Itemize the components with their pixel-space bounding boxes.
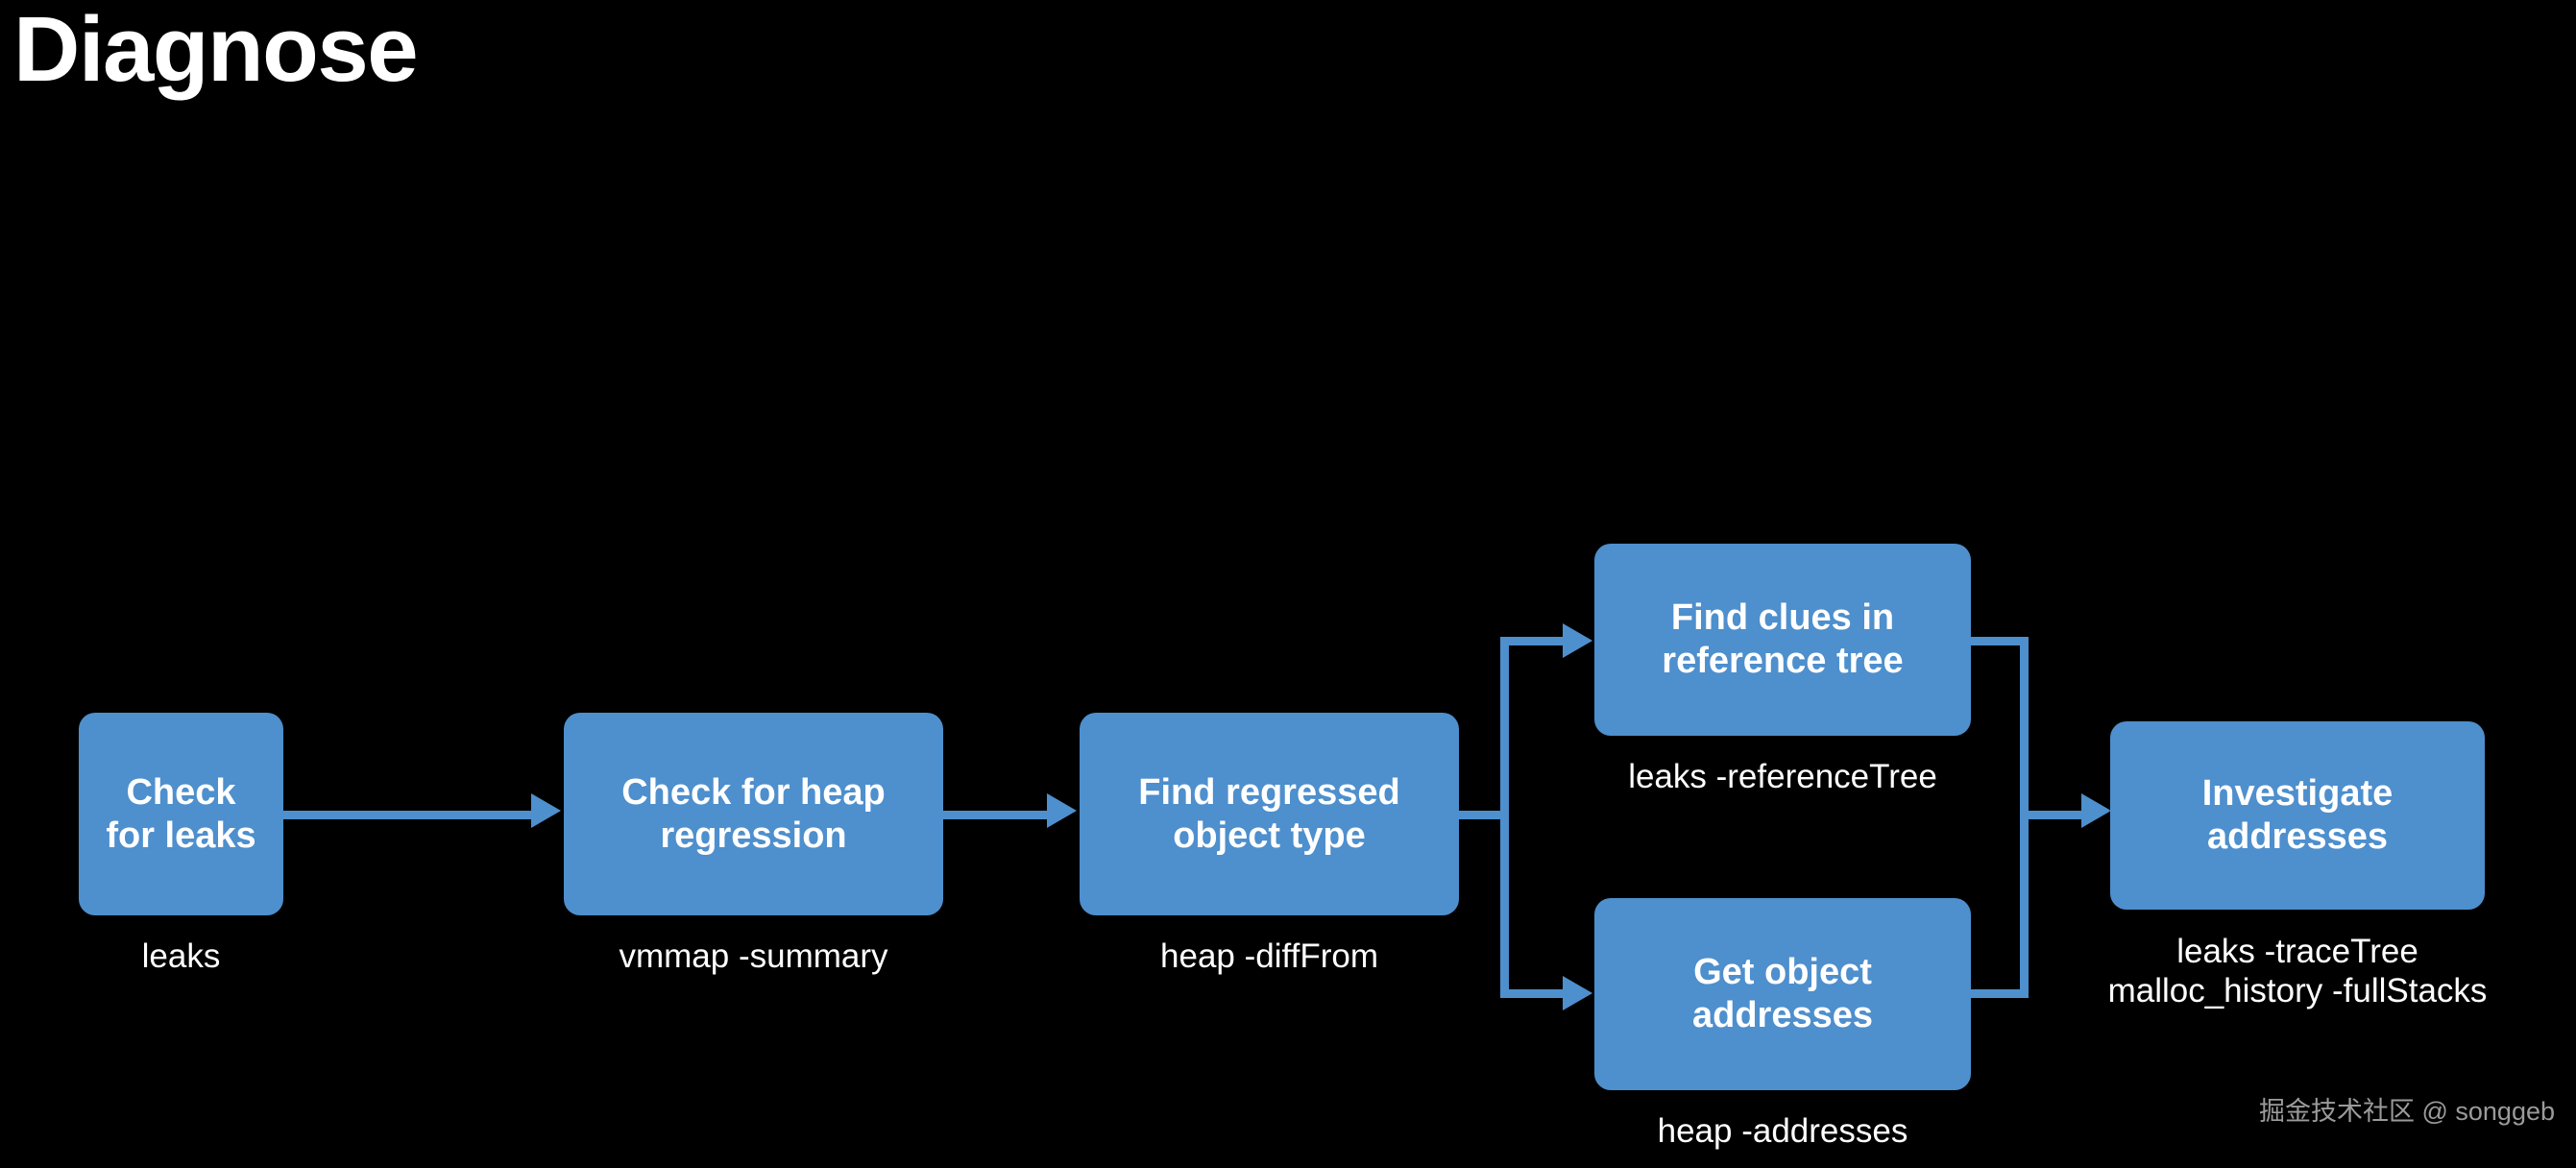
- connector-heap-to-regressed: [943, 811, 1051, 819]
- node-investigate-addresses-label: Investigate addresses: [2201, 773, 2394, 857]
- node-find-regressed-object-type[interactable]: Find regressed object type: [1080, 713, 1459, 915]
- arrowhead-merge-to-investigate-icon: [2081, 793, 2111, 828]
- page-title: Diagnose: [13, 0, 419, 101]
- arrowhead-split-to-find-clues-icon: [1563, 623, 1592, 658]
- connector-merge-to-investigate: [2020, 811, 2092, 819]
- caption-get-object-addresses: heap -addresses: [1657, 1112, 1908, 1150]
- caption-investigate-addresses: leaks -traceTree malloc_history -fullSta…: [2107, 933, 2488, 1010]
- connector-split-to-find-clues: [1500, 637, 1567, 645]
- node-find-clues-in-reference-tree-label: Find clues in reference tree: [1662, 597, 1904, 681]
- caption-check-for-heap-regression: vmmap -summary: [619, 937, 888, 975]
- arrowhead-split-to-get-addresses-icon: [1563, 976, 1592, 1010]
- node-find-regressed-object-type-label: Find regressed object type: [1138, 771, 1400, 856]
- node-check-for-leaks-label: Check for leaks: [106, 771, 256, 856]
- connector-split-trunk: [1500, 637, 1509, 998]
- node-get-object-addresses-label: Get object addresses: [1691, 952, 1873, 1035]
- arrowhead-heap-to-regressed-icon: [1047, 793, 1077, 828]
- node-find-clues-in-reference-tree[interactable]: Find clues in reference tree: [1594, 544, 1971, 736]
- node-get-object-addresses[interactable]: Get object addresses: [1594, 898, 1971, 1090]
- node-check-for-heap-regression-label: Check for heap regression: [621, 771, 886, 856]
- connector-merge-from-get-addresses: [1965, 989, 2029, 998]
- watermark: 掘金技术社区 @ songgeb: [2258, 1097, 2555, 1126]
- connector-split-to-get-addresses: [1500, 989, 1567, 998]
- caption-find-clues-in-reference-tree: leaks -referenceTree: [1628, 758, 1937, 795]
- caption-check-for-leaks: leaks: [141, 937, 221, 975]
- arrowhead-leaks-to-heap-icon: [531, 793, 561, 828]
- caption-find-regressed-object-type: heap -diffFrom: [1160, 937, 1378, 975]
- connector-leaks-to-heap: [283, 811, 535, 819]
- node-investigate-addresses[interactable]: Investigate addresses: [2110, 721, 2485, 910]
- node-check-for-heap-regression[interactable]: Check for heap regression: [564, 713, 943, 915]
- connector-merge-from-find-clues: [1965, 637, 2029, 645]
- connector-split-stub: [1459, 811, 1509, 819]
- node-check-for-leaks[interactable]: Check for leaks: [79, 713, 283, 915]
